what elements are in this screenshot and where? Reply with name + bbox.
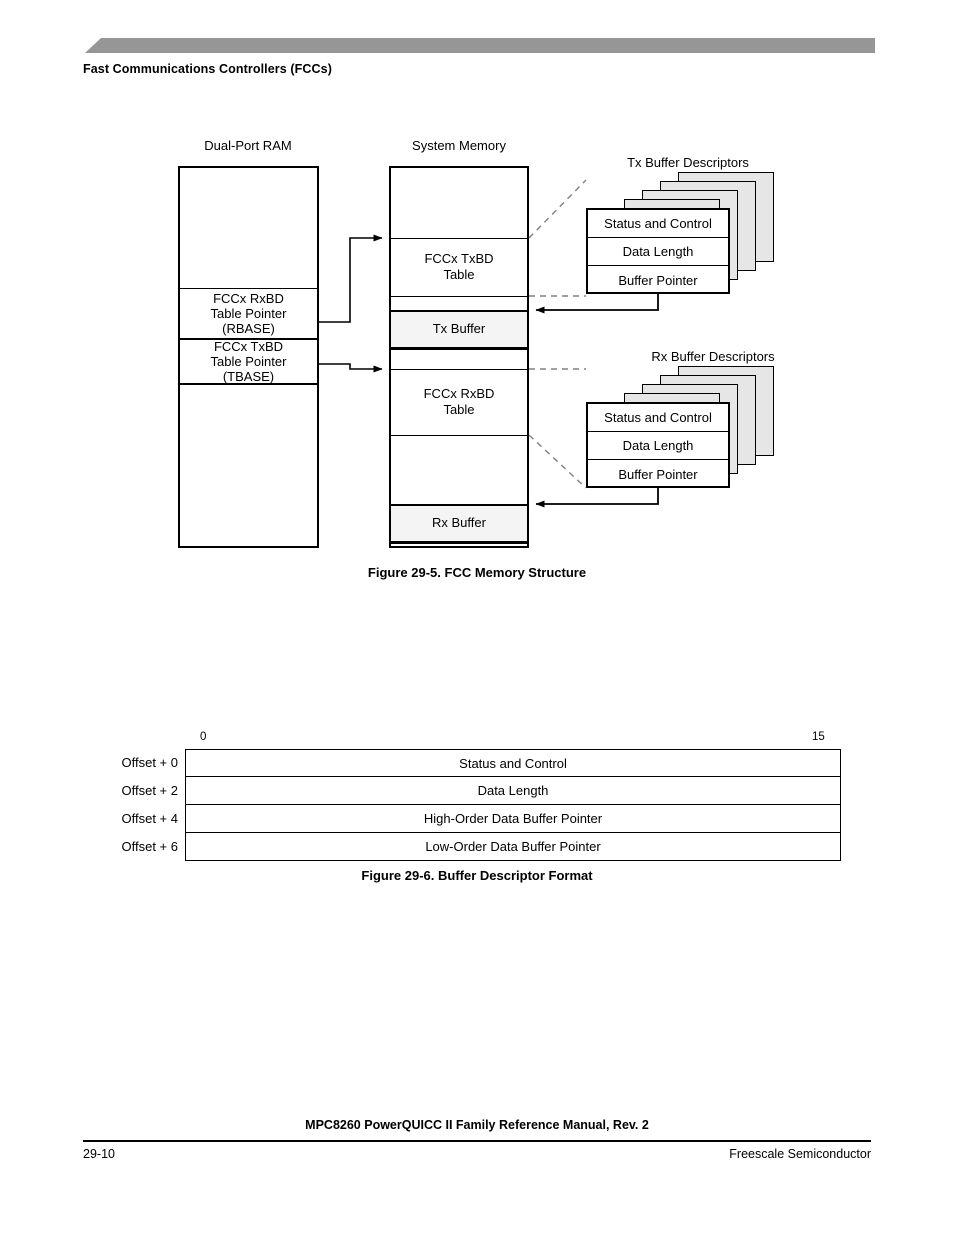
figure-fcc-memory-structure: Dual-Port RAM System Memory Tx Buffer De… — [0, 0, 954, 600]
system-memory-divider-3 — [389, 349, 529, 350]
system-memory-divider-6 — [389, 543, 529, 544]
rbase-line-2: Table Pointer — [210, 305, 287, 321]
offset-label-6: Offset + 6 — [121, 839, 179, 854]
running-head: Fast Communications Controllers (FCCs) — [83, 62, 332, 76]
bit-label-last: 15 — [812, 731, 825, 743]
rx-bd-buffer-pointer: Buffer Pointer — [618, 466, 698, 482]
figure-29-5-caption: Figure 29-5. FCC Memory Structure — [367, 565, 587, 580]
tx-descriptor-stack: Status and Control Data Length Buffer Po… — [586, 172, 781, 297]
rx-buffer-label: Rx Buffer — [432, 515, 486, 531]
tx-buffer-descriptors-heading: Tx Buffer Descriptors — [627, 155, 749, 170]
rbase-pointer-cell: FCCx RxBD Table Pointer (RBASE) — [178, 288, 319, 338]
system-memory-heading: System Memory — [412, 138, 506, 153]
system-memory-divider-1 — [389, 238, 529, 239]
rbase-connector-arrow — [319, 234, 383, 323]
system-memory-box — [389, 166, 529, 548]
tx-buffer-row: Tx Buffer — [389, 310, 529, 349]
rx-bd-status-and-control: Status and Control — [588, 404, 728, 432]
tbase-line-2: Table Pointer — [210, 353, 287, 369]
rx-bd-data-length: Data Length — [588, 432, 728, 460]
txbd-table-line-2: Table — [443, 267, 475, 282]
tx-descriptor-front-card: Status and Control Data Length Buffer Po… — [586, 208, 730, 294]
rx-buffer-row: Rx Buffer — [389, 504, 529, 543]
rx-buffer-descriptors-heading: Rx Buffer Descriptors — [651, 349, 775, 364]
system-memory-divider-2 — [389, 296, 529, 297]
dual-port-ram-heading: Dual-Port RAM — [204, 138, 292, 153]
offset-label-2: Offset + 2 — [121, 783, 179, 798]
system-memory-divider-4 — [389, 369, 529, 370]
rx-descriptor-leader-lines — [528, 368, 587, 489]
fccx-txbd-table-row: FCCx TxBD Table — [389, 238, 529, 296]
bd-format-row-status-and-control: Status and Control — [185, 749, 841, 777]
rbase-line-1: FCCx RxBD — [213, 290, 284, 306]
rx-descriptor-stack: Status and Control Data Length Buffer Po… — [586, 366, 781, 491]
bd-format-row-high-order-pointer: High-Order Data Buffer Pointer — [185, 805, 841, 833]
fccx-rxbd-table-row: FCCx RxBD Table — [389, 369, 529, 435]
tbase-line-1: FCCx TxBD — [213, 338, 284, 354]
tx-buffer-label: Tx Buffer — [432, 321, 486, 337]
bd-format-row-data-length: Data Length — [185, 777, 841, 805]
tbase-pointer-cell: FCCx TxBD Table Pointer (TBASE) — [178, 338, 319, 385]
tx-bd-status-and-control: Status and Control — [588, 210, 728, 238]
rbase-line-3: (RBASE) — [222, 321, 275, 337]
bit-label-first: 0 — [200, 731, 207, 743]
figure-29-6-caption: Figure 29-6. Buffer Descriptor Format — [361, 868, 593, 883]
rx-descriptor-front-card: Status and Control Data Length Buffer Po… — [586, 402, 730, 488]
tx-bd-buffer-pointer: Buffer Pointer — [618, 272, 698, 288]
tbase-line-3: (TBASE) — [222, 369, 275, 385]
footer-divider — [83, 1140, 871, 1142]
footer-page-number: 29-10 — [83, 1147, 115, 1161]
offset-label-4: Offset + 4 — [121, 811, 179, 826]
footer-manual-title: MPC8260 PowerQUICC II Family Reference M… — [305, 1118, 649, 1132]
txbd-table-line-1: FCCx TxBD — [424, 250, 494, 266]
tx-bd-data-length: Data Length — [588, 238, 728, 266]
rxbd-table-line-2: Table — [443, 402, 475, 417]
header-banner — [85, 38, 875, 53]
offset-label-0: Offset + 0 — [121, 755, 179, 770]
system-memory-divider-5 — [389, 435, 529, 436]
rxbd-table-line-1: FCCx RxBD — [423, 385, 495, 401]
bd-format-row-low-order-pointer: Low-Order Data Buffer Pointer — [185, 833, 841, 861]
footer-publisher: Freescale Semiconductor — [729, 1147, 871, 1161]
tbase-connector-arrow — [319, 363, 383, 373]
figure-buffer-descriptor-format: 0 15 Offset + 0 Offset + 2 Offset + 4 Of… — [0, 0, 954, 883]
